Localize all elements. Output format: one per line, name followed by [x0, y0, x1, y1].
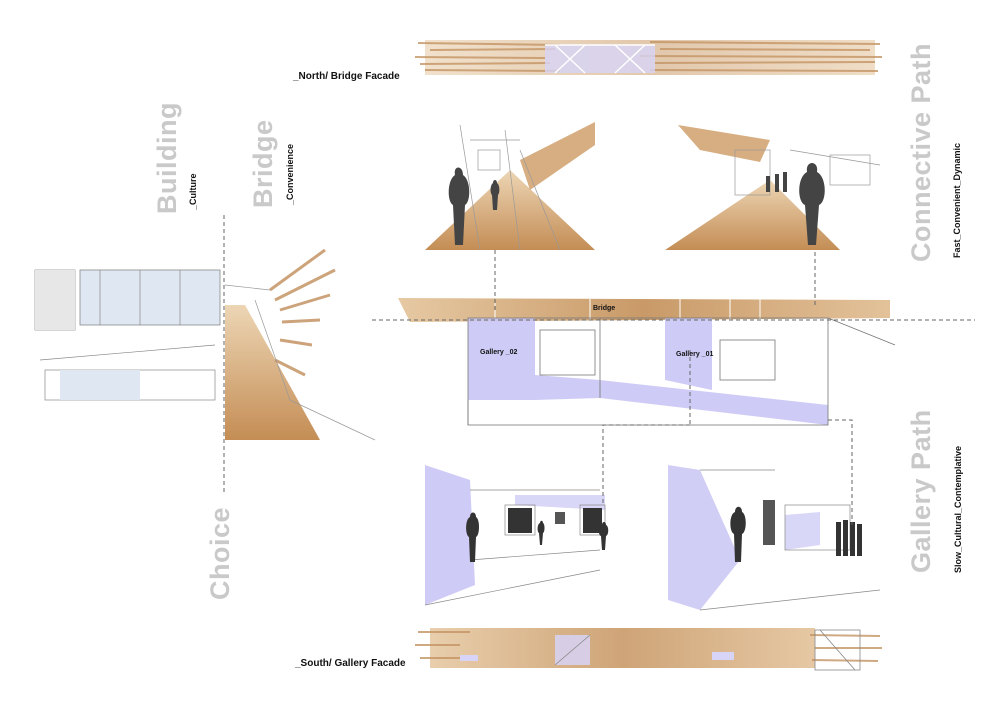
connective-path-title: Connective Path — [906, 42, 936, 262]
south-gallery-facade-drawing — [415, 628, 882, 671]
gallery-perspective-left — [424, 465, 609, 606]
north-facade-label: _North/ Bridge Facade — [293, 71, 400, 82]
connective-perspective-right — [665, 125, 881, 250]
building-subtitle: _Culture — [188, 173, 198, 210]
bridge-title: Bridge — [248, 119, 278, 208]
dashed-connectors — [223, 215, 975, 525]
gallery-path-title: Gallery Path — [906, 409, 936, 573]
south-facade-label: _South/ Gallery Facade — [295, 658, 406, 669]
connective-perspective-left — [425, 122, 595, 251]
gallery-02-label: Gallery _02 — [480, 349, 518, 356]
connective-path-subtitle: Fast_Convenient_Dynamic — [952, 142, 962, 258]
gallery-01-label: Gallery _01 — [676, 351, 714, 358]
section-drawing — [398, 298, 896, 426]
bridge-section-label: Bridge — [593, 305, 616, 312]
building-title: Building — [152, 102, 182, 214]
bridge-subtitle: _Convenience — [285, 143, 295, 205]
choice-title: Choice — [205, 506, 235, 600]
gallery-perspective-right — [668, 465, 881, 611]
choice-perspective — [34, 248, 376, 441]
north-bridge-facade-drawing — [414, 40, 883, 75]
gallery-path-subtitle: Slow_Cultural_Contemplative — [953, 445, 963, 573]
